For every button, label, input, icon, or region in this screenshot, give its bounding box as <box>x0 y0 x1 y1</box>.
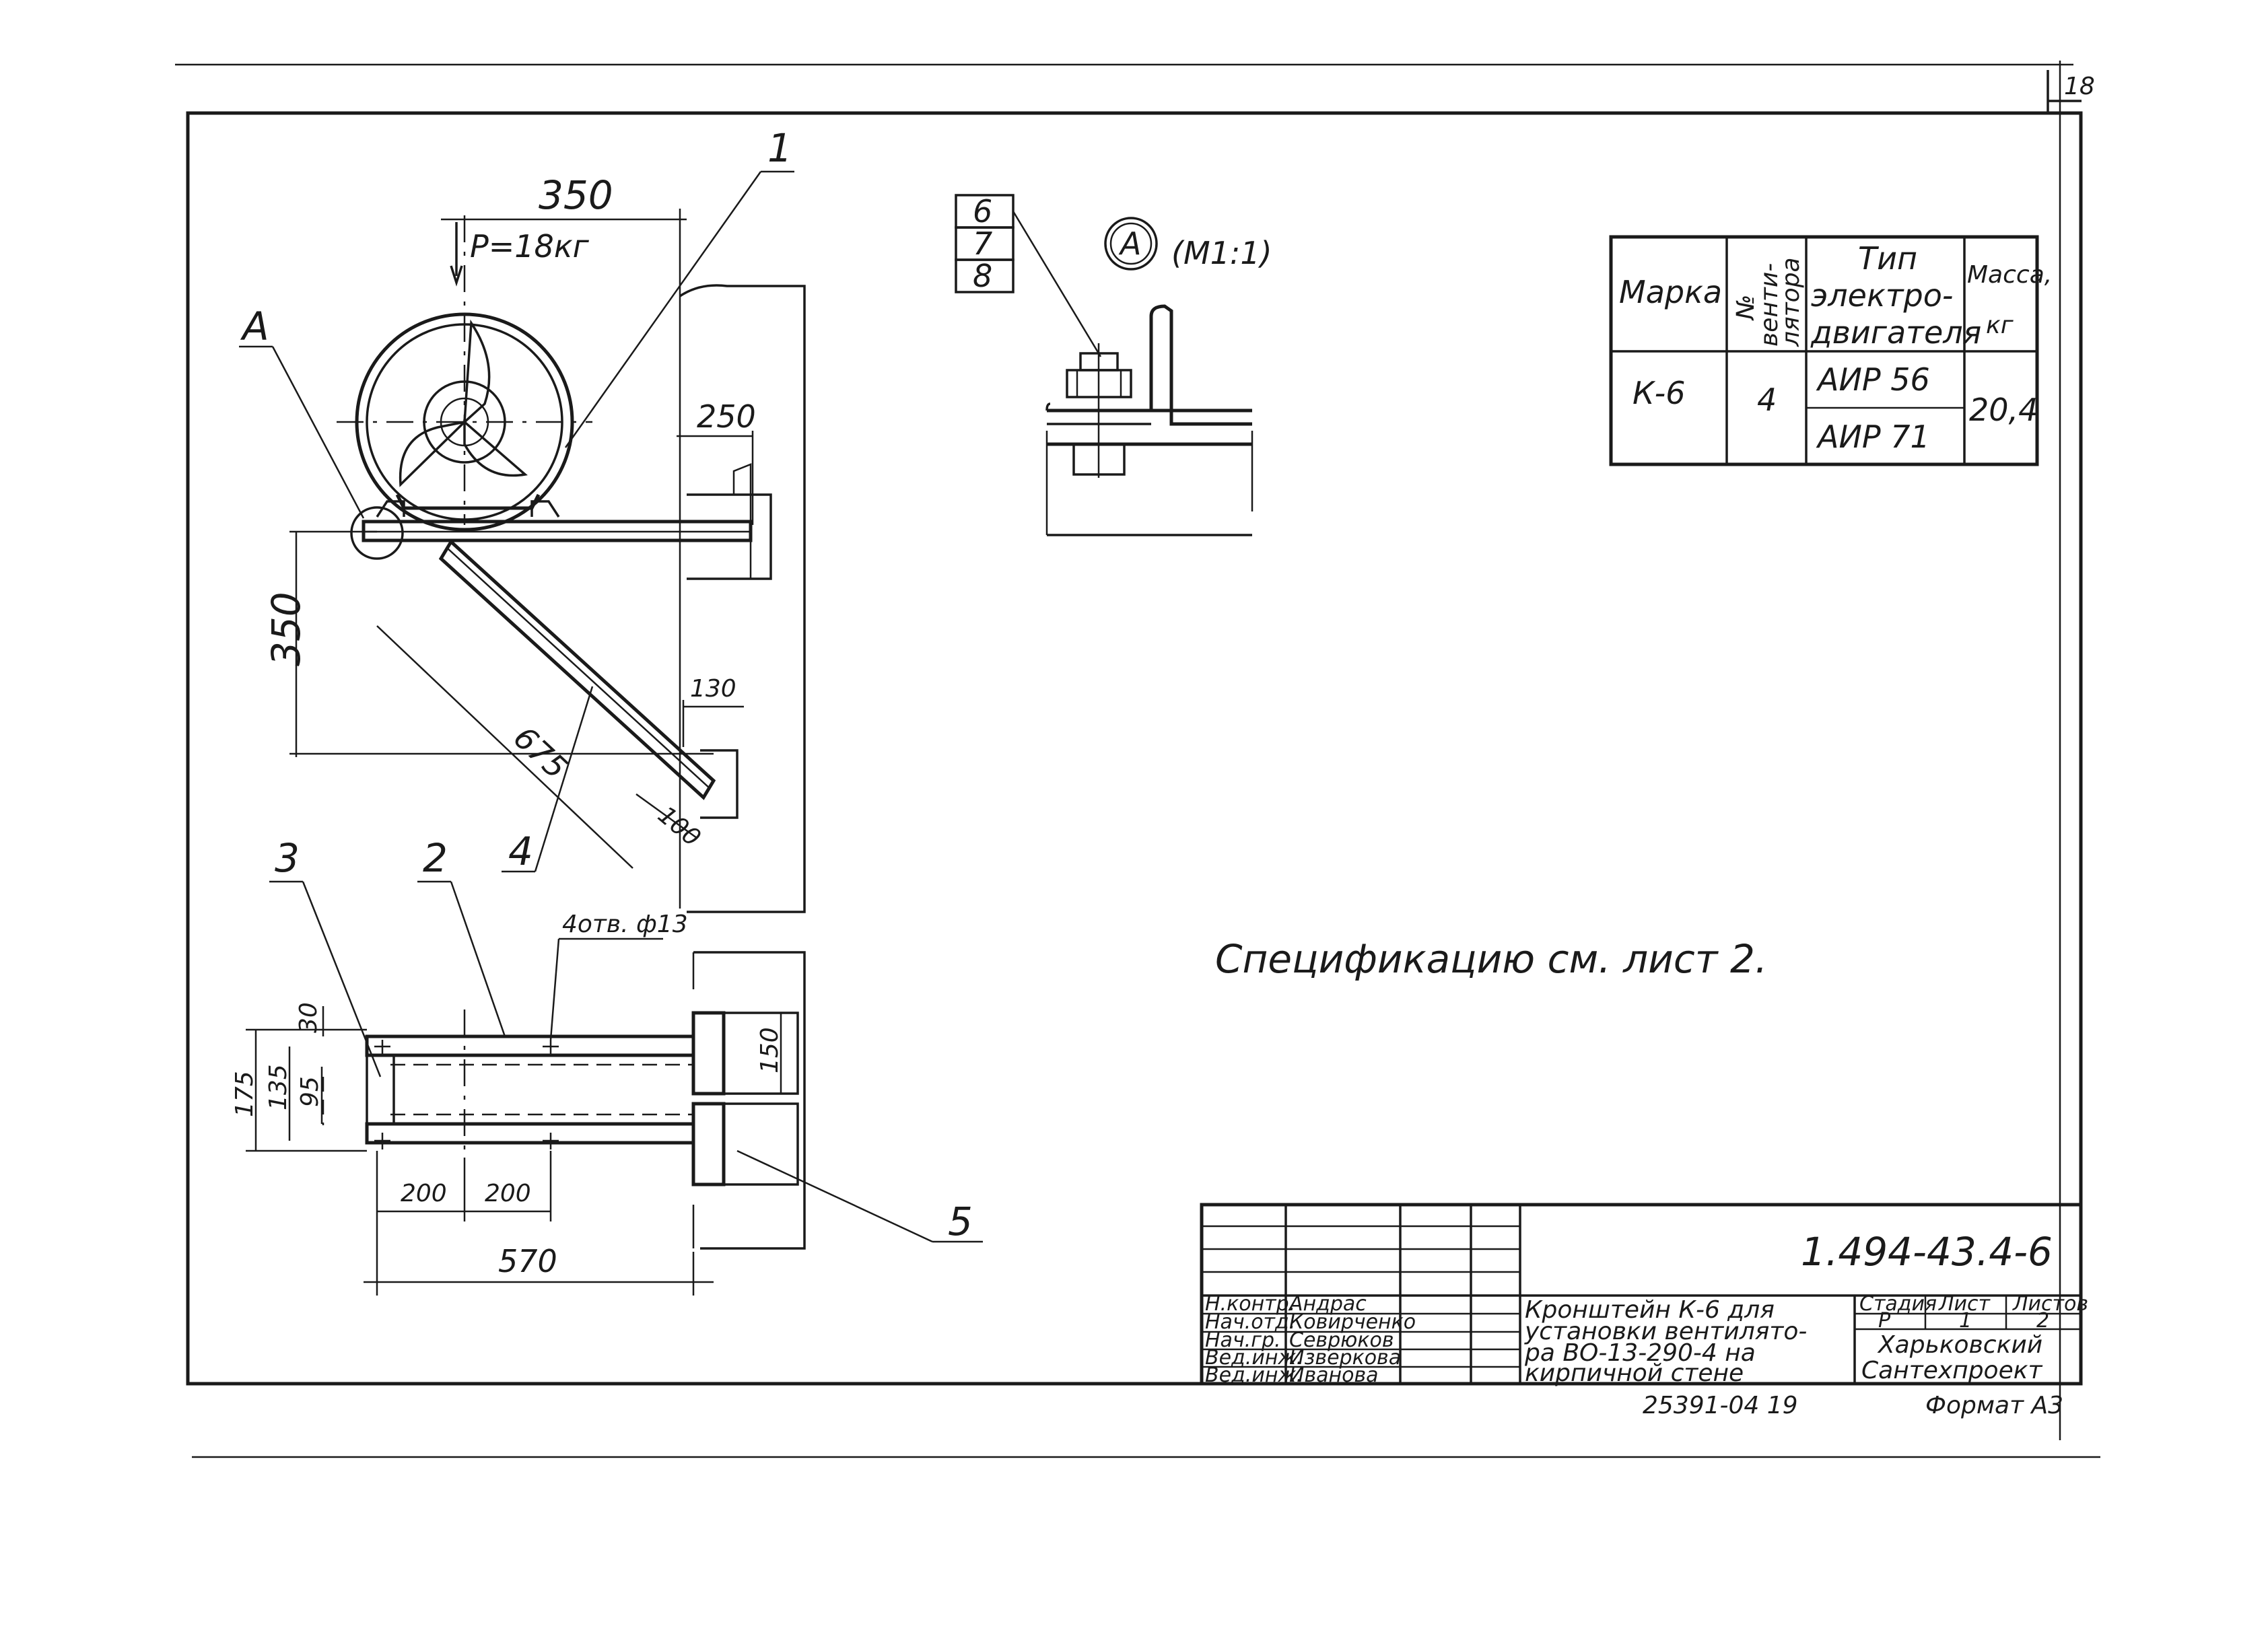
plan-view: 175 135 95 30 150 200 200 570 4отв. ф13 … <box>231 835 983 1296</box>
dim-350-top: 350 <box>539 172 613 218</box>
hole-note: 4отв. ф13 <box>562 911 688 938</box>
role-2: Нач.отд. <box>1205 1310 1295 1334</box>
spec-header-mass-2: кг <box>1986 312 2014 339</box>
dim-130: 130 <box>690 675 736 703</box>
title-line-4: кирпичной стене <box>1525 1359 1744 1387</box>
spec-cell-mark: К-6 <box>1633 375 1686 411</box>
spec-cell-motor-2: АИР 71 <box>1816 419 1930 455</box>
org-line-2: Сантехпроект <box>1861 1357 2042 1384</box>
detail-part-6: 6 <box>973 193 992 229</box>
spec-note: Спецификацию см. лист 2. <box>1215 936 1767 982</box>
callout-2: 2 <box>423 835 448 881</box>
sheet-edges <box>175 61 2100 1458</box>
stage-value: Р <box>1878 1309 1891 1333</box>
spec-cell-fan: 4 <box>1757 382 1777 418</box>
title-line-3: ра ВО-13-290-4 на <box>1524 1339 1756 1367</box>
spec-cell-mass: 20,4 <box>1969 392 2038 428</box>
view-a-label: А <box>240 304 269 349</box>
callout-5: 5 <box>948 1199 973 1244</box>
detail-a: 6 7 8 А (М1:1) <box>955 193 1272 536</box>
angle-bar-top <box>365 1034 695 1057</box>
sheets-value: 2 <box>2036 1309 2049 1333</box>
detail-part-8: 8 <box>973 258 992 294</box>
detail-scale: (М1:1) <box>1171 235 1272 271</box>
spec-cell-motor-1: АИР 56 <box>1816 361 1930 398</box>
doc-code: 1.494-43.4-6 <box>1801 1229 2053 1275</box>
callout-1: 1 <box>767 125 792 171</box>
role-3: Нач.гр. <box>1205 1328 1281 1352</box>
name-1: Андрас <box>1288 1292 1367 1316</box>
spec-table: Марка № венти- лятора Тип электро- двига… <box>1609 235 2052 466</box>
load-label: P=18кг <box>470 228 590 264</box>
dim-100: 100 <box>652 801 706 852</box>
dim-200-b: 200 <box>485 1180 531 1207</box>
angle-bar-bottom <box>365 1122 695 1145</box>
stage-label: Стадия <box>1859 1292 1937 1316</box>
name-4: Изверкова <box>1289 1346 1401 1370</box>
dim-95: 95 <box>296 1076 324 1107</box>
spec-header-fan-2: лятора <box>1777 257 1805 347</box>
dim-570: 570 <box>498 1243 557 1279</box>
spec-header-fan-no: № <box>1732 295 1760 321</box>
callout-4: 4 <box>508 828 533 874</box>
spec-header-motor-3: двигателя <box>1810 314 1981 351</box>
org-line-1: Харьковский <box>1877 1331 2042 1359</box>
bottom-code: 25391-04 19 <box>1643 1392 1798 1419</box>
dim-150: 150 <box>756 1027 784 1073</box>
role-1: Н.контр. <box>1205 1292 1295 1316</box>
dim-30: 30 <box>295 1002 322 1033</box>
title-line-2: установки вентилято- <box>1524 1318 1807 1345</box>
spec-header-motor-1: Тип <box>1858 240 1917 277</box>
name-5: Иванова <box>1289 1363 1379 1387</box>
title-block: 1.494-43.4-6 Н.контр. Нач.отд. Нач.гр. В… <box>1200 1203 2088 1387</box>
spec-header-mass-1: Масса, <box>1967 261 2052 289</box>
name-3: Севрюков <box>1289 1328 1394 1352</box>
callout-3: 3 <box>275 835 300 881</box>
role-4: Вед.инж. <box>1205 1346 1303 1370</box>
front-view: P=18кг 350 350 250 675 <box>239 125 806 913</box>
page-number: 18 <box>2064 73 2095 100</box>
spec-header-motor-2: электро- <box>1811 277 1953 314</box>
name-2: Ковирченко <box>1289 1310 1416 1334</box>
diagonal-strut <box>438 539 716 800</box>
dim-135: 135 <box>265 1064 292 1110</box>
dim-200-a: 200 <box>401 1180 447 1207</box>
sheets-label: Листов <box>2012 1292 2088 1316</box>
spec-header-mark: Марка <box>1619 274 1722 310</box>
dim-250: 250 <box>697 398 756 435</box>
dim-350-left: 350 <box>263 592 309 666</box>
sheet-value: 1 <box>1959 1309 1972 1333</box>
dim-175: 175 <box>231 1071 259 1117</box>
detail-part-7: 7 <box>973 225 992 262</box>
drawing-frame <box>186 111 2083 1386</box>
title-line-1: Кронштейн К-6 для <box>1525 1296 1775 1324</box>
sheet-label: Лист <box>1938 1292 1991 1316</box>
spec-header-fan-1: венти- <box>1756 263 1783 347</box>
role-5: Вед.инж. <box>1205 1363 1303 1387</box>
detail-letter: А <box>1118 225 1141 262</box>
format-label: Формат А3 <box>1925 1392 2063 1419</box>
